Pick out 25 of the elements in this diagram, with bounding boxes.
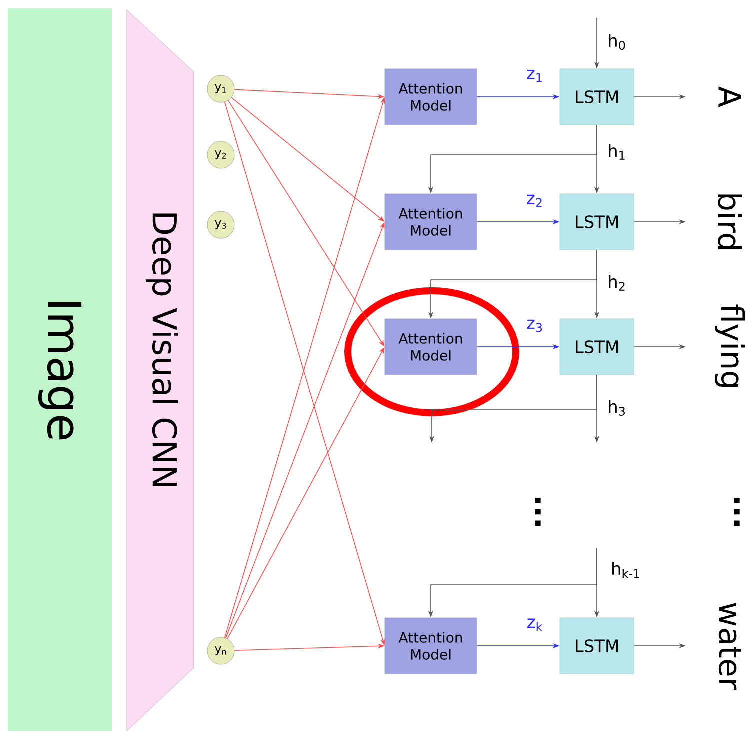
edge-label: h$_{3}$ — [606, 399, 628, 417]
edge-label: z$_{2}$ — [526, 194, 544, 208]
output-word: flying — [715, 304, 746, 388]
output-word: water — [718, 603, 742, 690]
attention-box: Attention Model — [384, 194, 478, 250]
edge-label: z$_{1}$ — [526, 69, 544, 84]
attention-box: Attention Model — [384, 68, 478, 126]
cnn-trapezoid: Deep Visual CNN — [126, 10, 194, 731]
image-band: Image — [8, 8, 112, 731]
edge-label: z$_{k}$ — [526, 618, 544, 632]
lstm-box: LSTM — [560, 68, 634, 126]
edge-label: h$_{1}$ — [606, 143, 628, 161]
output-word: A — [718, 86, 742, 108]
edge-label: h$_{k-1}$ — [610, 561, 642, 579]
edge-label: z$_{3}$ — [526, 318, 544, 334]
ellipsis-dots: ... — [535, 498, 541, 526]
lstm-box: LSTM — [560, 318, 634, 376]
edge-label: h$_{2}$ — [606, 274, 628, 292]
output-word: bird — [718, 194, 742, 250]
lstm-box: LSTM — [560, 194, 634, 250]
attention-box: Attention Model — [384, 618, 478, 674]
ellipsis-dots: ... — [734, 498, 740, 526]
edge-label: h$_{0}$ — [606, 33, 628, 51]
attention-box: Attention Model — [384, 318, 478, 376]
lstm-box: LSTM — [560, 618, 634, 674]
